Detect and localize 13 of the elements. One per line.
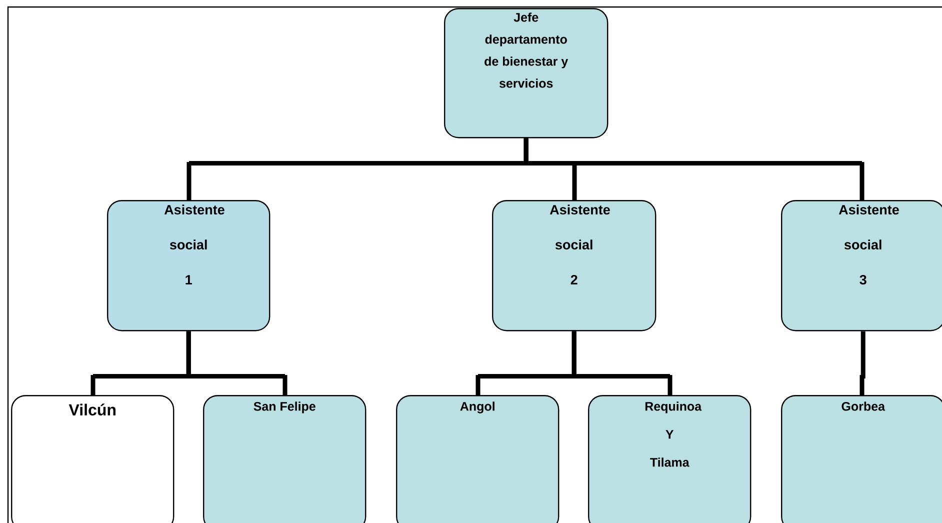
location-box: Requinoa Y Tilama xyxy=(588,395,752,523)
connector xyxy=(186,331,288,395)
manager-box: Jefe departamento de bienestar y servicios xyxy=(444,8,608,138)
role-box: Asistente social 1 xyxy=(107,200,270,332)
location-box: Angol xyxy=(396,395,560,523)
connector xyxy=(524,138,864,200)
role-box: Asistente social 3 xyxy=(781,200,942,332)
location-box: Vilcún xyxy=(11,395,174,523)
location-box: San Felipe xyxy=(203,395,366,523)
connector xyxy=(860,331,866,395)
connector xyxy=(572,331,672,395)
location-box: Gorbea xyxy=(781,395,942,523)
role-box: Asistente social 2 xyxy=(492,200,656,332)
